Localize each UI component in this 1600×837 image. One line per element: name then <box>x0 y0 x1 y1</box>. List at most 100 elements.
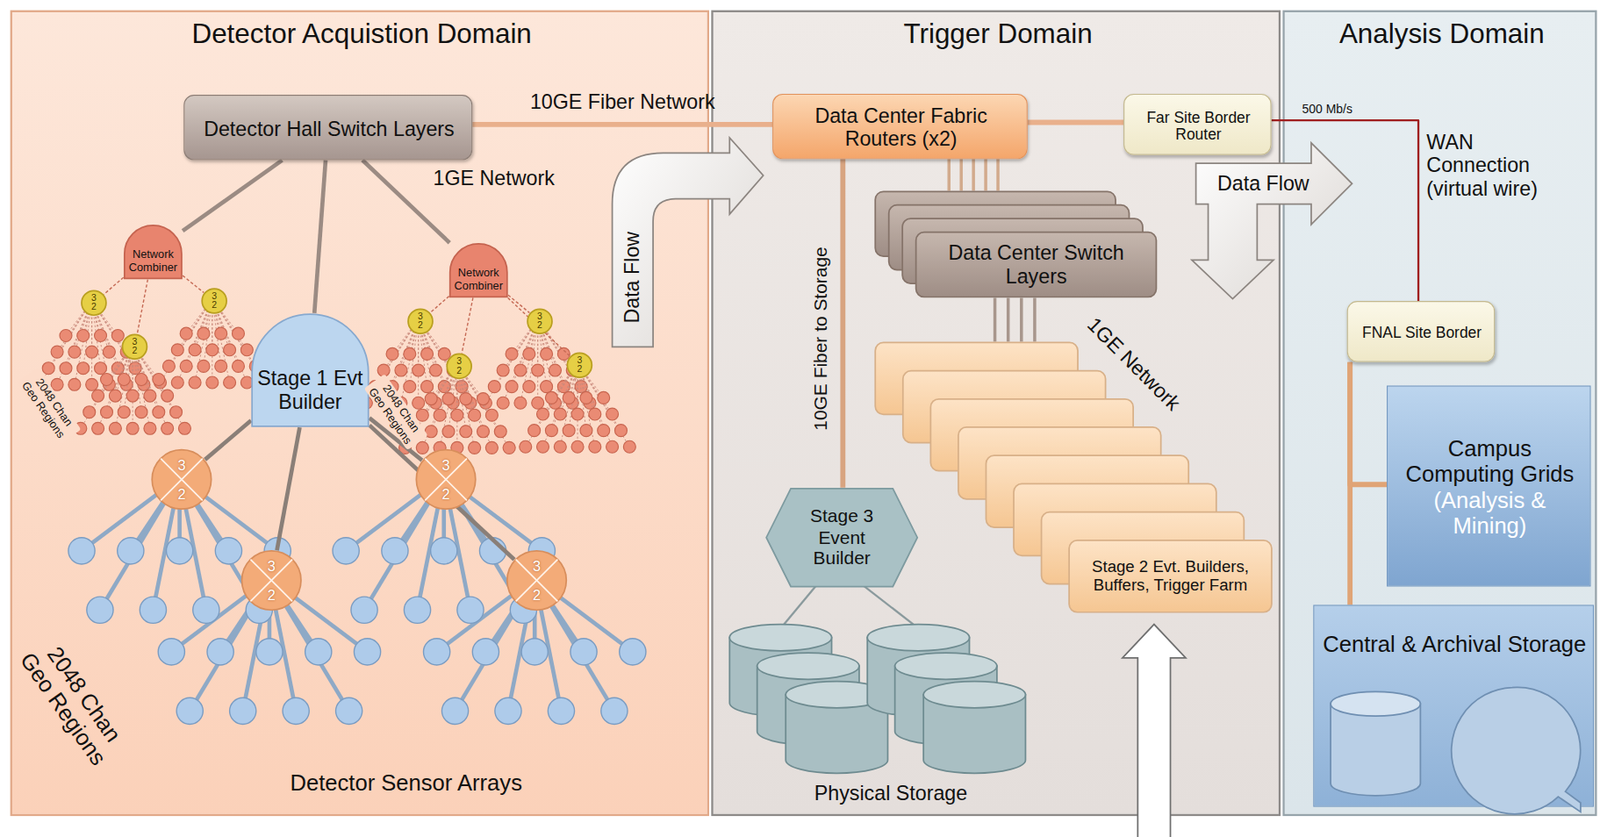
sensor-dot <box>59 362 72 375</box>
sensor-dot <box>429 364 442 377</box>
node-label: 32 <box>415 449 477 511</box>
split-circle: 32 <box>566 351 593 379</box>
node-label: Analysis Domain <box>1284 18 1600 62</box>
sensor-dot <box>523 347 536 360</box>
node-text: Network Combiner <box>124 248 182 274</box>
sensor-dot <box>606 408 619 421</box>
sensor-dot <box>176 697 203 725</box>
sensor-dot <box>502 441 516 454</box>
sensor-dot <box>162 359 175 373</box>
sensor-dot <box>223 376 237 389</box>
sensor-dot <box>108 422 122 435</box>
node-text: 3 <box>526 312 553 322</box>
connector <box>1027 120 1124 126</box>
annotation-text: WAN Connection (virtual wire) <box>1426 130 1565 201</box>
sensor-dot <box>416 408 429 422</box>
sensor-dot <box>135 406 148 419</box>
sensor-dot <box>485 408 498 422</box>
node-subtext: 2 <box>121 346 148 356</box>
sensor-dot <box>171 344 184 357</box>
node-subtext: (Analysis & Mining) <box>1395 487 1584 539</box>
disk-top <box>867 624 969 652</box>
sensor-dot <box>240 376 253 389</box>
sensor-dot <box>580 391 593 404</box>
router-box: Far Site Border Router <box>1123 93 1272 156</box>
sensor-dot <box>68 378 81 391</box>
dome-shape <box>251 314 369 427</box>
sensor-dot <box>424 393 438 406</box>
sensor-dot <box>42 362 55 375</box>
node-label: Network Combiner <box>124 243 182 280</box>
sensor-dot <box>442 393 455 406</box>
sensor-dot <box>188 376 201 389</box>
sensor-dot <box>412 396 425 409</box>
sensor-dot <box>179 359 193 373</box>
edge-label: 10GE Fiber Network <box>530 90 716 115</box>
sensor-dot <box>77 362 90 375</box>
sensor-dot <box>77 330 90 343</box>
sensor-dot <box>351 596 378 624</box>
node-label: Central & Archival Storage <box>1320 612 1589 678</box>
node-text: FNAL Site Border <box>1353 323 1492 342</box>
storage-box: Central & Archival Storage <box>1313 604 1594 807</box>
sensor-dot <box>206 376 219 389</box>
sensor-dot <box>545 424 558 438</box>
sensor-dot <box>437 347 451 360</box>
sensor-dot <box>108 389 122 402</box>
sensor-dot <box>547 697 574 725</box>
disk-top <box>895 652 998 680</box>
node-text: 3 <box>121 337 148 347</box>
combiner-circle: 32 <box>150 449 213 511</box>
node-label: Data Center Fabric Routers (x2) <box>779 96 1023 158</box>
sensor-dot <box>100 406 114 419</box>
node-text: Detector Acquistion Domain <box>12 18 711 51</box>
node-label: Far Site Border Router <box>1129 96 1268 154</box>
sensor-dot <box>102 345 115 359</box>
sensor-dot <box>166 538 194 565</box>
sensor-dot <box>571 440 584 453</box>
node-label: Stage 1 Evt Builder <box>255 358 366 424</box>
sensor-dot <box>606 440 619 453</box>
node-text: Trigger Domain <box>713 18 1284 51</box>
border-box: FNAL Site Border <box>1347 301 1496 363</box>
node-label: 32 <box>200 287 228 315</box>
node-label: Trigger Domain <box>713 18 1284 62</box>
sensor-dot <box>207 638 234 666</box>
node-text: Far Site Border Router <box>1129 107 1268 144</box>
node-subtext: 2 <box>407 321 434 331</box>
sensor-dot <box>588 408 602 421</box>
computing-box: Campus Computing Grids(Analysis & Mining… <box>1386 385 1592 587</box>
sensor-dot <box>597 391 610 404</box>
annotation-text: 1GE Network <box>433 166 555 191</box>
sensor-dot <box>601 697 628 725</box>
sensor-dot <box>421 380 434 394</box>
sensor-dot <box>457 596 484 624</box>
node-text: 3 <box>150 458 213 473</box>
sensor-dot <box>86 378 99 391</box>
event-builder-hex: Stage 3 Event Builder <box>765 487 919 589</box>
node-text: 3 <box>415 458 477 473</box>
sensor-dot <box>170 406 183 419</box>
disk-top <box>1329 691 1420 717</box>
node-subtext: 2 <box>80 302 108 312</box>
node-label: Stage 3 Event Builder <box>788 494 897 582</box>
node-label: 32 <box>240 550 302 612</box>
annotation-text: Detector Sensor Arrays <box>290 770 523 797</box>
sensor-dot <box>521 638 548 666</box>
sensor-dot <box>570 638 597 666</box>
sensor-dot <box>528 424 541 438</box>
sensor-dot <box>537 408 550 421</box>
sensor-dot <box>94 330 108 343</box>
sensor-dot <box>562 424 575 438</box>
sensor-dot <box>117 538 144 565</box>
sensor-dot <box>111 330 124 343</box>
sensor-dot <box>197 327 210 340</box>
sensor-dot <box>619 638 646 666</box>
connector <box>839 158 846 488</box>
annotation-text: Data Flow <box>620 231 645 324</box>
dome-shape <box>450 243 508 297</box>
split-circle: 32 <box>200 287 228 315</box>
combiner-circle: 32 <box>415 449 477 511</box>
sensor-dot <box>571 408 584 421</box>
sensor-dot <box>223 344 237 357</box>
